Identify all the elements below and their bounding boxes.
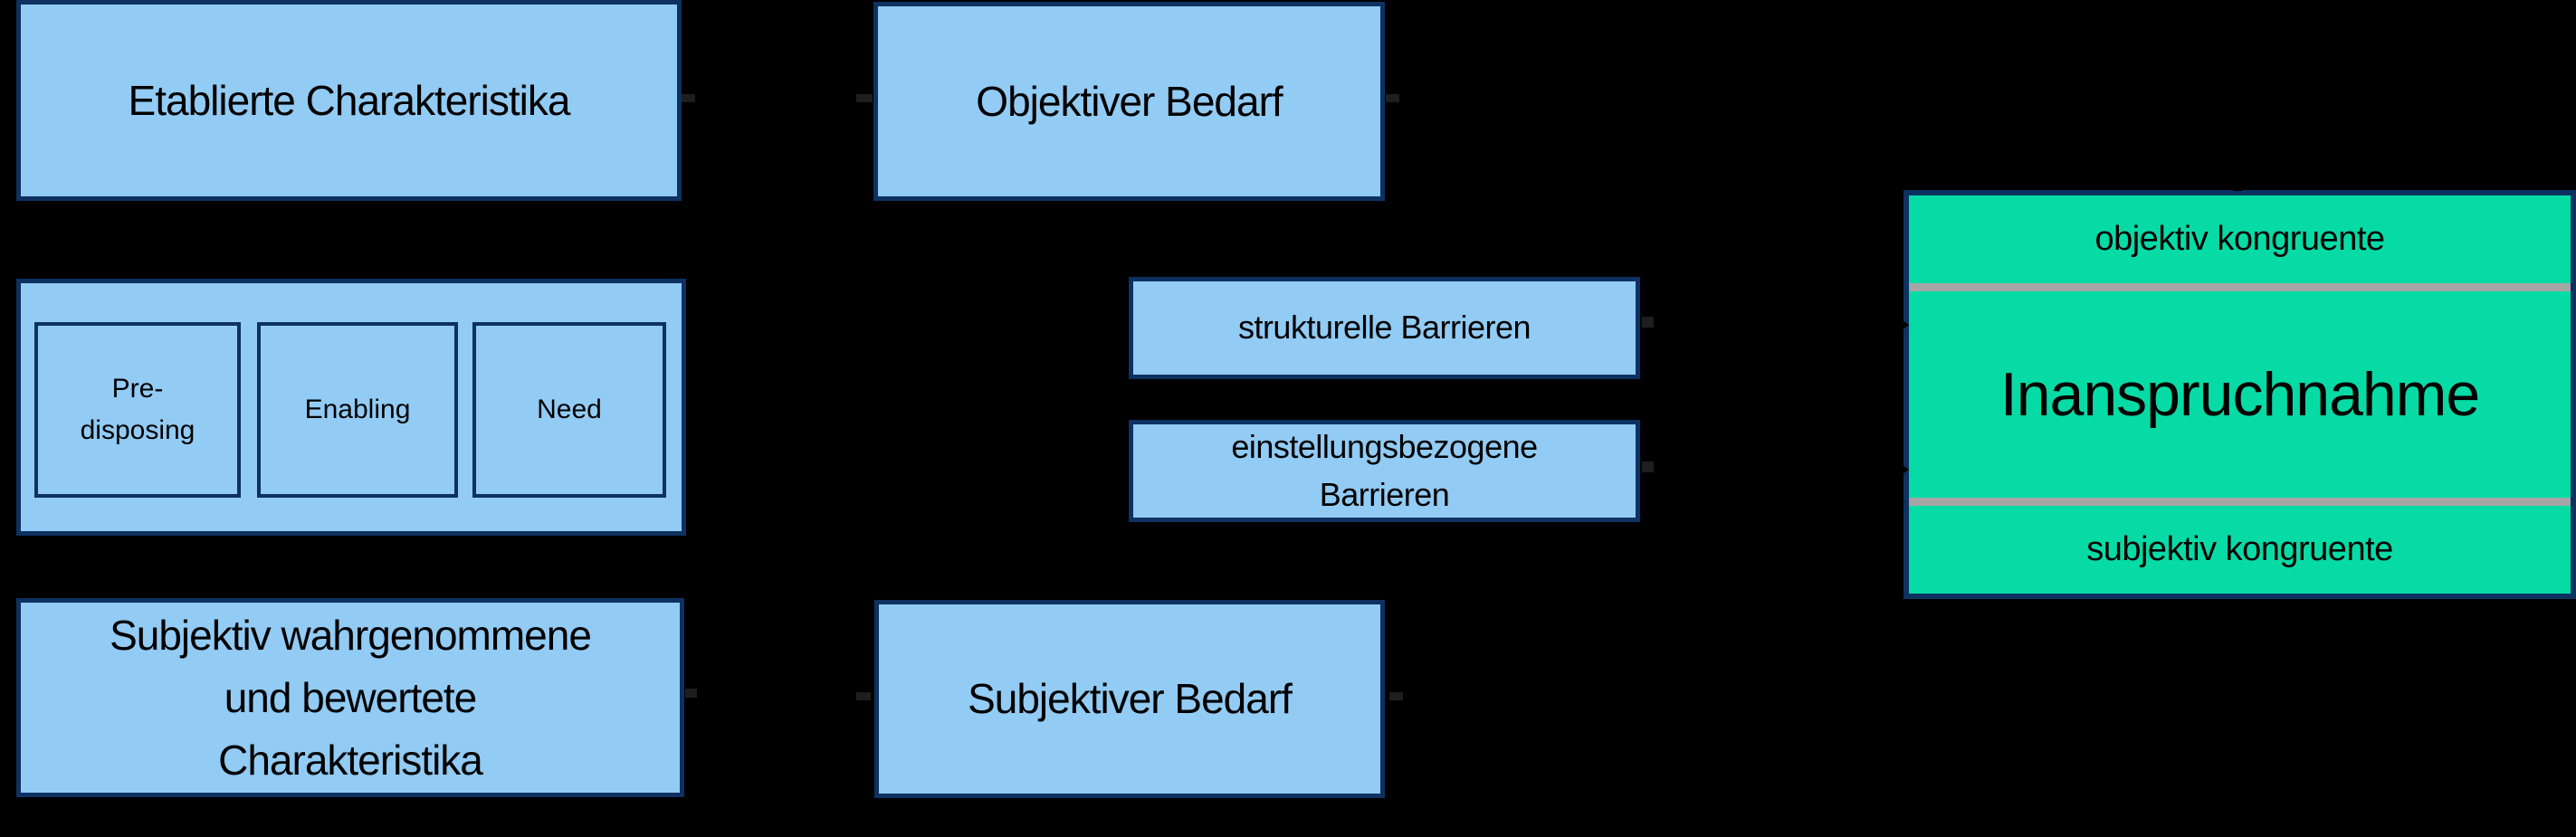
box-subjektive-charakteristika-line2: und bewertete <box>224 673 478 721</box>
arrow-remnant <box>856 692 871 700</box>
inanspruchnahme-main-section: Inanspruchnahme <box>1909 291 2571 498</box>
box-etablierte-label: Etablierte Charakteristika <box>128 76 571 124</box>
inanspruchnahme-bottom-label: subjektiv kongruente <box>2086 530 2393 568</box>
box-subjektive-charakteristika-line1: Subjektiv wahrgenommene <box>110 611 592 659</box>
box-objektiver-bedarf: Objektiver Bedarf <box>873 2 1385 201</box>
box-inanspruchnahme: objektiv kongruente Inanspruchnahme subj… <box>1903 190 2576 599</box>
box-einstellungsbezogene-barrieren: einstellungsbezogene Barrieren <box>1129 420 1640 522</box>
arrow-remnant <box>682 94 695 102</box>
box-subjektive-charakteristika: Subjektiv wahrgenommene und bewertete Ch… <box>16 598 684 797</box>
box-einstellungsbezogene-barrieren-line2: Barrieren <box>1319 475 1450 513</box>
arrowhead-remnant <box>1892 458 1909 481</box>
box-predisposing-line1: Pre- <box>111 373 164 404</box>
arrowhead-remnant <box>2233 183 2242 191</box>
arrow-remnant <box>1642 461 1654 472</box>
box-strukturelle-barrieren: strukturelle Barrieren <box>1129 277 1640 379</box>
box-predisposing-line2: disposing <box>80 415 196 445</box>
inanspruchnahme-top-strip: objektiv kongruente <box>1909 195 2571 283</box>
box-predisposing: Pre- disposing <box>34 322 241 498</box>
arrow-remnant <box>1642 317 1654 328</box>
arrow-remnant <box>685 689 697 698</box>
inanspruchnahme-main-label: Inanspruchnahme <box>1999 360 2480 429</box>
box-subjektiver-bedarf: Subjektiver Bedarf <box>874 600 1385 798</box>
box-enabling: Enabling <box>257 322 458 498</box>
inanspruchnahme-top-label: objektiv kongruente <box>2094 220 2385 258</box>
inanspruchnahme-bottom-strip: subjektiv kongruente <box>1909 506 2571 594</box>
box-need-label: Need <box>537 394 602 424</box>
box-etablierte-charakteristika: Etablierte Charakteristika <box>16 0 682 201</box>
box-enabling-label: Enabling <box>304 394 411 424</box>
arrow-remnant <box>1389 692 1403 700</box>
gray-divider-bottom <box>1909 498 2571 506</box>
arrow-remnant <box>856 94 873 102</box>
arrow-remnant <box>1386 94 1399 102</box>
box-subjektiver-bedarf-label: Subjektiver Bedarf <box>968 675 1293 722</box>
box-need: Need <box>472 322 666 498</box>
box-einstellungsbezogene-barrieren-line1: einstellungsbezogene <box>1231 428 1538 466</box>
box-subjektive-charakteristika-line3: Charakteristika <box>218 736 483 784</box>
box-objektiver-bedarf-label: Objektiver Bedarf <box>976 77 1283 125</box>
box-strukturelle-barrieren-label: strukturelle Barrieren <box>1237 309 1531 347</box>
arrowhead-remnant <box>1892 313 1909 337</box>
gray-divider-top <box>1909 283 2571 291</box>
